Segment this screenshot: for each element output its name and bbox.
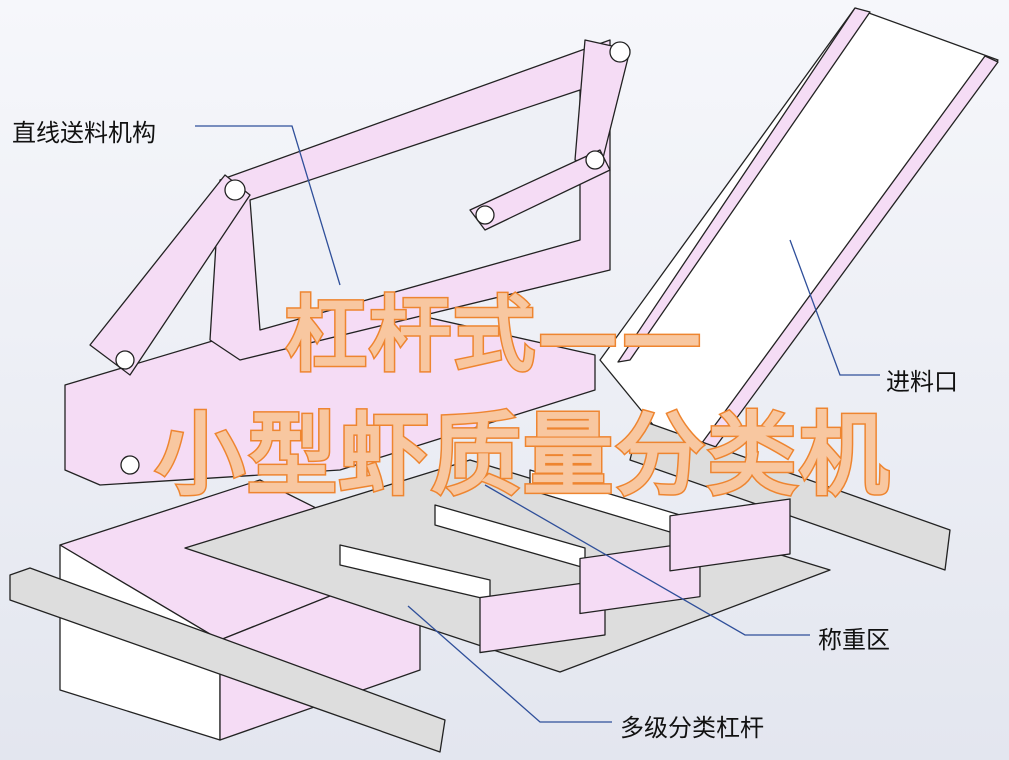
label-levers: 多级分类杠杆 — [620, 714, 764, 742]
label-inlet: 进料口 — [886, 368, 958, 396]
title-line-2: 小型虾质量分类机 — [154, 402, 891, 510]
label-feed-mechanism: 直线送料机构 — [12, 119, 156, 147]
leader-inlet — [789, 239, 880, 376]
rail-left — [9, 567, 446, 753]
cup-3 — [669, 498, 791, 572]
leader-weigh — [484, 484, 810, 636]
weighing-plate — [184, 459, 831, 673]
title-line-1: 杠杆式—— — [283, 287, 706, 385]
leader-levers — [407, 605, 612, 723]
label-weighing-zone: 称重区 — [818, 626, 890, 654]
rail-right — [629, 419, 951, 571]
leader-feed — [195, 125, 341, 286]
link-left — [89, 174, 251, 376]
